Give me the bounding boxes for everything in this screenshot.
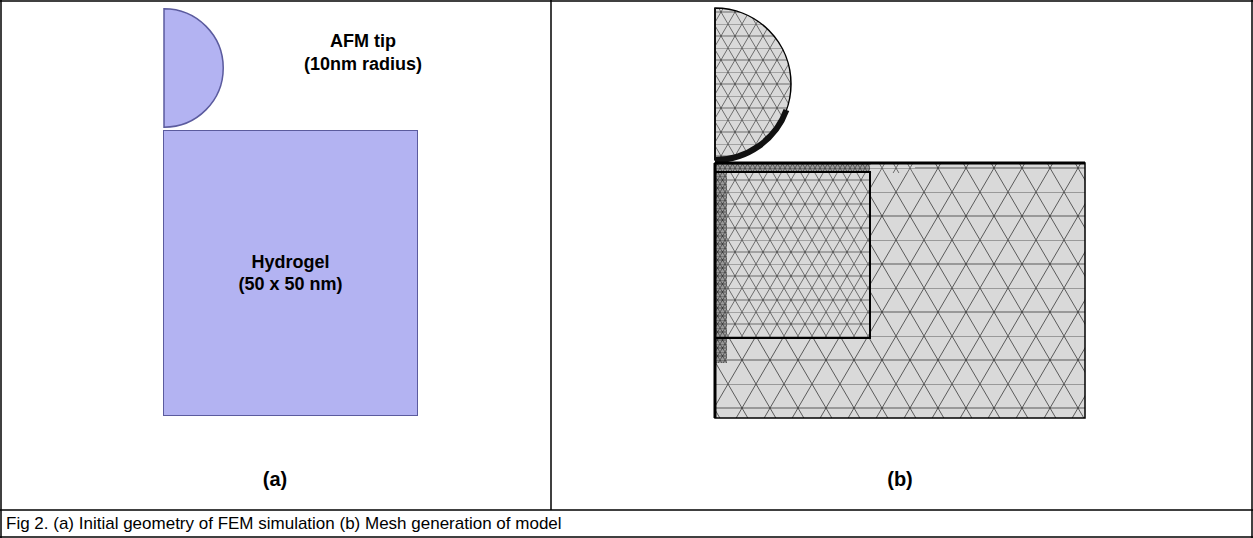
table-line	[0, 536, 1253, 538]
tip-dense-edge	[715, 110, 786, 160]
dense-mesh	[715, 163, 727, 363]
tip-mesh	[715, 8, 791, 160]
panel-label: (a)	[263, 468, 287, 491]
gel-mesh	[715, 163, 1085, 418]
figure-caption: Fig 2. (a) Initial geometry of FEM simul…	[6, 514, 562, 534]
hydrogel-block: Hydrogel (50 x 50 nm)	[163, 130, 418, 416]
table-line	[0, 509, 1253, 511]
table-line	[1251, 0, 1253, 538]
panel-label: (b)	[887, 468, 913, 491]
tip-axis	[714, 8, 716, 160]
table-line	[0, 0, 1253, 2]
mesh-illustration	[715, 8, 1085, 418]
node-label: AFM tip (10nm radius)	[288, 30, 438, 75]
tip-shape	[164, 9, 223, 128]
table-line	[550, 0, 552, 510]
refined-mesh	[715, 172, 870, 338]
afm-tip: AFM tip (10nm radius)	[163, 8, 453, 128]
node-label: Hydrogel (50 x 50 nm)	[237, 251, 344, 296]
gel-surface	[715, 162, 1085, 165]
refinement-boundary	[715, 172, 870, 338]
symmetry-axis	[714, 163, 717, 418]
table-line	[0, 0, 2, 538]
